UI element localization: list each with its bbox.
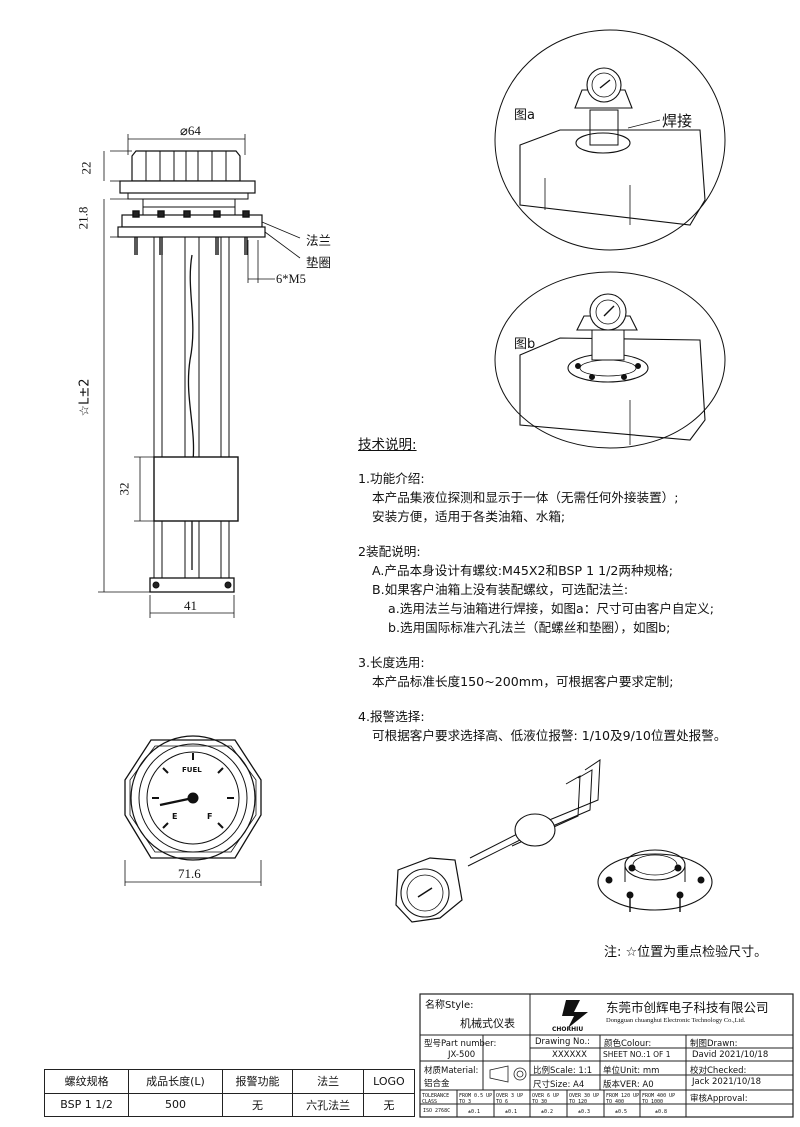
dim-width-41: 41	[184, 598, 197, 613]
dim-width-71-6: 71.6	[178, 866, 201, 881]
gauge-e-label: E	[172, 812, 178, 821]
notes-title: 技术说明:	[358, 437, 417, 453]
approval-label: 审核Approval:	[690, 1094, 748, 1104]
checked-value: Jack 2021/10/18	[692, 1077, 762, 1087]
version: 版本VER: A0	[603, 1080, 654, 1090]
notes-line: B.如果客户油箱上没有装配螺纹，可选配法兰:	[372, 582, 629, 597]
drawn-value: David 2021/10/18	[692, 1050, 769, 1060]
table-cell: 500	[128, 1092, 223, 1117]
tolerance-value: ±0.1	[505, 1109, 518, 1115]
gauge-fuel-label: FUEL	[182, 766, 202, 774]
dim-height-32: 32	[116, 482, 132, 496]
dim-height-21-8: 21.8	[75, 206, 91, 230]
material-label: 材质Material:	[424, 1066, 479, 1076]
company-name-en: Dongguan chuanghui Electronic Technology…	[606, 1017, 746, 1024]
sheet-no: SHEET NO.:1 OF 1	[603, 1050, 671, 1059]
gauge-f-label: F	[207, 812, 213, 821]
label-weld: 焊接	[662, 112, 693, 130]
table-header-cell: 报警功能	[221, 1069, 294, 1094]
company-logo: CHORHIU	[552, 1026, 584, 1033]
iso-view-flange	[597, 849, 713, 912]
notes-line: a.选用法兰与油箱进行焊接，如图a：尺寸可由客户自定义;	[388, 601, 714, 616]
side-view	[98, 134, 301, 618]
table-cell: 无	[362, 1092, 416, 1117]
material-value: 铝合金	[424, 1079, 450, 1089]
style-value: 机械式仪表	[460, 1017, 515, 1030]
table-header-cell: LOGO	[362, 1069, 416, 1094]
part-label: 型号Part number:	[424, 1039, 497, 1049]
drawing-label: Drawing No.:	[535, 1037, 591, 1047]
tolerance-range: OVER 6 UP TO 30	[532, 1093, 560, 1105]
notes-line: 本产品集液位探测和显示于一体（无需任何外接装置）;	[372, 490, 679, 505]
iso-standard: ISO 2768C	[423, 1108, 451, 1114]
inspection-note: 注: ☆位置为重点检验尺寸。	[604, 945, 768, 960]
top-view	[124, 735, 262, 886]
dim-length: ☆L±2	[77, 378, 93, 417]
colour-label: 颜色Colour:	[604, 1039, 652, 1049]
label-fig-b: 图b	[514, 337, 536, 352]
notes-line: 本产品标准长度150~200mm，可根据客户要求定制;	[372, 674, 674, 689]
table-header-row: 螺纹规格 成品长度(L) 报警功能 法兰 LOGO	[43, 1069, 416, 1094]
notes-line: 可根据客户要求选择高、低液位报警: 1/10及9/10位置处报警。	[372, 728, 727, 743]
tolerance-value: ±0.5	[615, 1109, 628, 1115]
table-cell: BSP 1 1/2	[43, 1092, 130, 1117]
figure-a	[494, 29, 726, 251]
dim-height-22: 22	[78, 161, 94, 175]
company-name-cn: 东莞市创辉电子科技有限公司	[606, 1000, 769, 1015]
figure-b	[494, 271, 726, 449]
table-header-cell: 法兰	[292, 1069, 364, 1094]
unit: 单位Unit: mm	[603, 1066, 660, 1076]
table-row: BSP 1 1/2 500 无 六孔法兰 无	[43, 1092, 416, 1117]
tolerance-value: ±0.1	[468, 1109, 481, 1115]
label-flange: 法兰	[306, 233, 332, 248]
dim-m5: 6*M5	[276, 272, 306, 286]
notes-section-3: 3.长度选用:	[358, 655, 425, 670]
spec-table: 螺纹规格 成品长度(L) 报警功能 法兰 LOGO BSP 1 1/2 500 …	[43, 1069, 416, 1117]
dim-diameter-64: ⌀64	[180, 123, 201, 138]
notes-section-2: 2装配说明:	[358, 544, 421, 559]
tolerance-range: FROM 0.5 UP TO 3	[459, 1093, 493, 1105]
title-block-frame	[419, 993, 794, 1118]
label-fig-a: 图a	[514, 108, 535, 123]
table-cell: 无	[221, 1092, 294, 1117]
table-header-cell: 成品长度(L)	[128, 1069, 223, 1094]
tolerance-value: ±0.8	[655, 1109, 668, 1115]
notes-line: A.产品本身设计有螺纹:M45X2和BSP 1 1/2两种规格;	[372, 563, 674, 578]
table-cell: 六孔法兰	[292, 1092, 364, 1117]
notes-section-4: 4.报警选择:	[358, 709, 425, 724]
scale: 比例Scale: 1:1	[533, 1066, 593, 1076]
part-value: JX-500	[448, 1050, 476, 1060]
technical-notes: 技术说明: 1.功能介绍: 本产品集液位探测和显示于一体（无需任何外接装置）; …	[358, 436, 778, 745]
iso-view-gauge	[395, 759, 601, 923]
table-header-cell: 螺纹规格	[43, 1069, 130, 1094]
tolerance-value: ±0.3	[578, 1109, 591, 1115]
tolerance-value: ±0.2	[541, 1109, 554, 1115]
notes-line: b.选用国际标准六孔法兰（配螺丝和垫圈），如图b;	[388, 620, 671, 635]
notes-line: 安装方便，适用于各类油箱、水箱;	[372, 509, 566, 524]
tolerance-class: TOLERANCE CLASS	[422, 1093, 450, 1105]
tolerance-range: OVER 3 UP TO 6	[496, 1093, 524, 1105]
drawn-label: 制图Drawn:	[690, 1039, 738, 1049]
tolerance-range: OVER 30 UP TO 120	[569, 1093, 600, 1105]
checked-label: 校对Checked:	[690, 1066, 747, 1076]
style-label: 名称Style:	[425, 1000, 474, 1011]
notes-section-1: 1.功能介绍:	[358, 471, 425, 486]
size: 尺寸Size: A4	[533, 1080, 585, 1090]
tolerance-range: FROM 400 UP TO 1000	[642, 1093, 676, 1105]
tolerance-range: FROM 120 UP TO 400	[606, 1093, 640, 1105]
drawing-value: XXXXXX	[552, 1050, 587, 1060]
label-gasket: 垫圈	[306, 255, 332, 270]
